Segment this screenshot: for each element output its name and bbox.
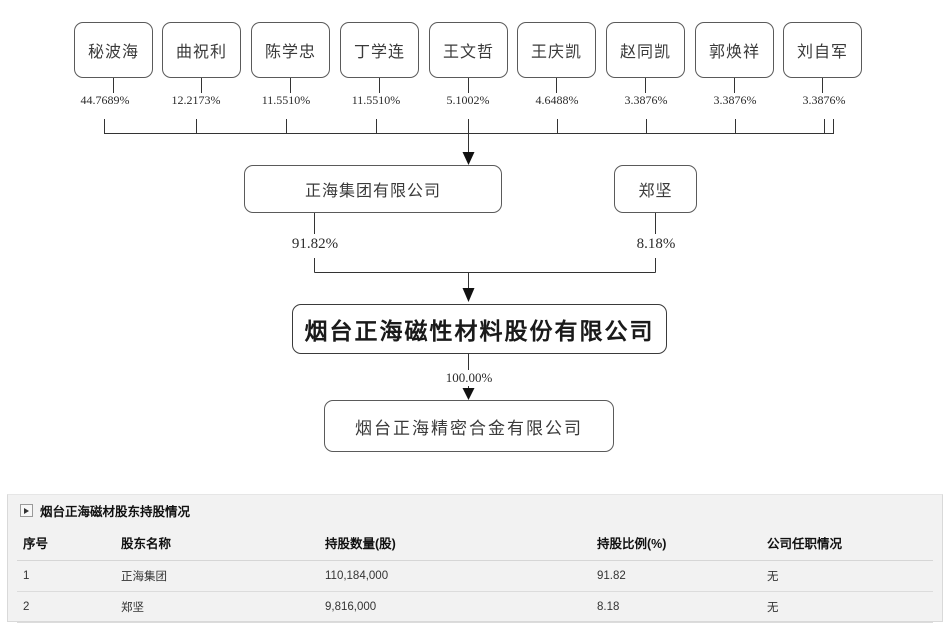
shareholder-name: 王文哲 <box>442 44 494 61</box>
shareholder-box-3[interactable]: 陈学忠 <box>251 22 330 78</box>
shareholder-pct-1: 44.7689% <box>80 93 130 107</box>
shareholder-box-1[interactable]: 秘波海 <box>74 22 153 78</box>
shareholder-pct-2: 12.2173% <box>171 93 221 107</box>
shareholder-pct-5: 5.1002% <box>446 93 490 107</box>
shareholder-name: 郭焕祥 <box>708 44 760 61</box>
cell-position: 无 <box>767 591 933 623</box>
listed-company-box[interactable]: 烟台正海磁性材料股份有限公司 <box>292 304 667 354</box>
shareholder-pct-6: 4.6488% <box>535 93 579 107</box>
column-header-ratio: 持股比例(%) <box>597 527 767 561</box>
shareholder-name: 刘自军 <box>796 44 848 61</box>
table-row[interactable]: 2 郑坚 9,816,000 8.18 无 <box>17 591 933 623</box>
listed-company-name: 烟台正海磁性材料股份有限公司 <box>304 318 655 344</box>
panel-title-label: 烟台正海磁材股东持股情况 <box>40 505 191 519</box>
column-header-position: 公司任职情况 <box>767 527 933 561</box>
shareholder-name: 赵同凯 <box>619 44 671 61</box>
play-triangle-icon[interactable] <box>20 504 33 517</box>
individual-shareholder-box[interactable]: 郑坚 <box>614 165 697 213</box>
cell-ratio: 91.82 <box>597 560 767 592</box>
subsidiary-name: 烟台正海精密合金有限公司 <box>355 418 583 438</box>
group-company-box[interactable]: 正海集团有限公司 <box>244 165 502 213</box>
individual-shareholder-name: 郑坚 <box>638 183 673 200</box>
arrowhead-to-listed-company <box>462 288 475 302</box>
shareholder-box-8[interactable]: 郭焕祥 <box>695 22 774 78</box>
shareholding-table: 序号 股东名称 持股数量(股) 持股比例(%) 公司任职情况 1 正海集团 11… <box>17 527 933 623</box>
shareholder-box-2[interactable]: 曲祝利 <box>162 22 241 78</box>
cell-position: 无 <box>767 560 933 592</box>
arrowhead-to-group <box>462 152 475 165</box>
cell-shares: 110,184,000 <box>325 560 597 592</box>
subsidiary-box[interactable]: 烟台正海精密合金有限公司 <box>324 400 614 452</box>
shareholder-name: 陈学忠 <box>264 44 316 61</box>
group-company-name: 正海集团有限公司 <box>304 183 441 200</box>
shareholder-name: 秘波海 <box>87 44 139 61</box>
shareholder-name: 丁学连 <box>353 44 405 61</box>
shareholder-pct-3: 11.5510% <box>261 93 311 107</box>
cell-shares: 9,816,000 <box>325 591 597 623</box>
diagram-connectors <box>103 78 835 400</box>
cell-holder: 正海集团 <box>121 560 325 592</box>
shareholder-box-9[interactable]: 刘自军 <box>783 22 862 78</box>
shareholder-name: 王庆凯 <box>530 44 582 61</box>
subsidiary-pct: 100.00% <box>445 370 493 385</box>
shareholding-panel: 烟台正海磁材股东持股情况 序号 股东名称 持股数量(股) 持股比例(%) 公司任… <box>7 494 943 623</box>
group-company-pct: 91.82% <box>291 236 339 252</box>
shareholder-box-7[interactable]: 赵同凯 <box>606 22 685 78</box>
shareholder-name: 曲祝利 <box>175 44 227 61</box>
shareholder-box-4[interactable]: 丁学连 <box>340 22 419 78</box>
cell-holder: 郑坚 <box>121 591 325 623</box>
individual-shareholder-pct: 8.18% <box>636 236 676 252</box>
cell-ratio: 8.18 <box>597 591 767 623</box>
column-header-shares: 持股数量(股) <box>325 527 597 561</box>
shareholder-pct-9: 3.3876% <box>802 93 846 107</box>
shareholder-box-6[interactable]: 王庆凯 <box>517 22 596 78</box>
table-header-row: 序号 股东名称 持股数量(股) 持股比例(%) 公司任职情况 <box>17 527 933 561</box>
cell-index: 1 <box>17 560 121 592</box>
arrowhead-to-subsidiary <box>462 388 475 400</box>
ownership-diagram: 秘波海 曲祝利 陈学忠 丁学连 王文哲 王庆凯 赵同凯 郭焕祥 刘自军 44.7… <box>74 22 862 452</box>
table-row[interactable]: 1 正海集团 110,184,000 91.82 无 <box>17 560 933 592</box>
shareholder-pct-7: 3.3876% <box>624 93 668 107</box>
column-header-index: 序号 <box>17 527 121 561</box>
shareholder-pct-8: 3.3876% <box>713 93 757 107</box>
shareholder-pct-4: 11.5510% <box>351 93 401 107</box>
panel-title[interactable]: 烟台正海磁材股东持股情况 <box>20 501 190 520</box>
cell-index: 2 <box>17 591 121 623</box>
column-header-holder: 股东名称 <box>121 527 325 561</box>
shareholder-box-5[interactable]: 王文哲 <box>429 22 508 78</box>
